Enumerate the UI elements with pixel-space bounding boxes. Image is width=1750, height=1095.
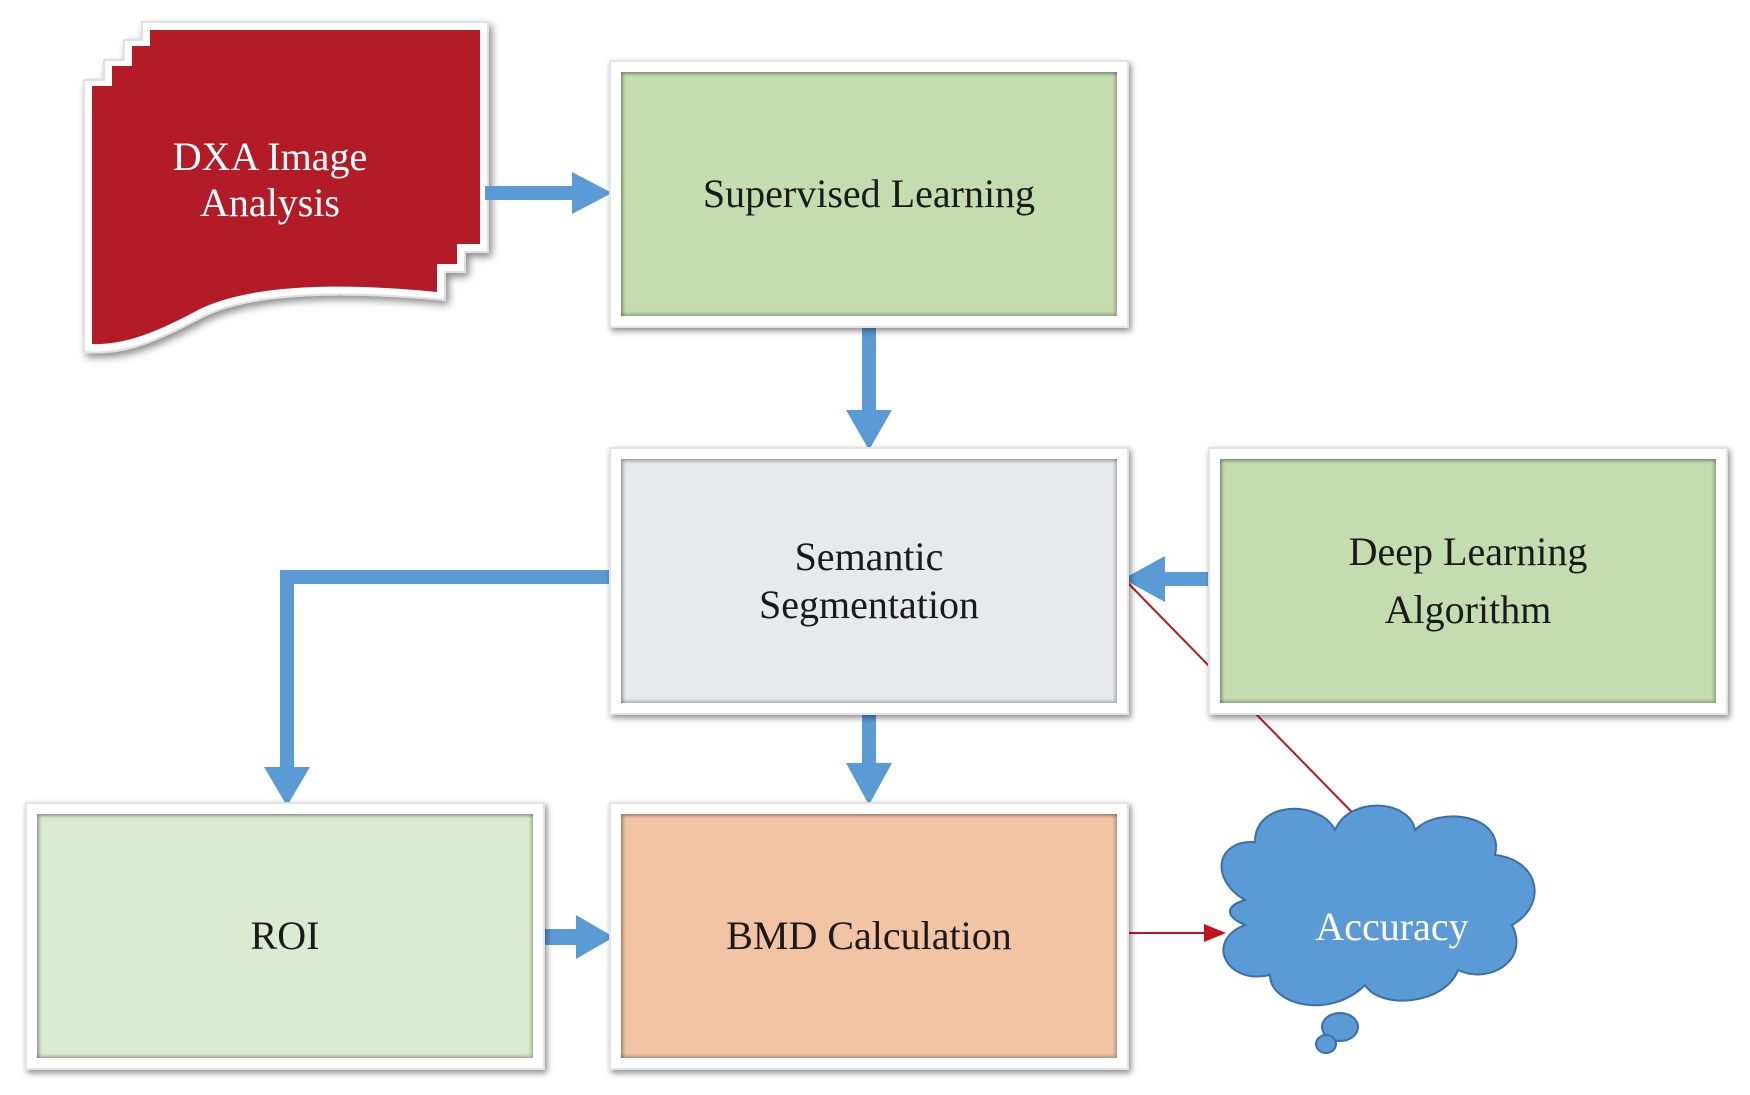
deep-learning-label: Deep Learning Algorithm: [1349, 523, 1588, 639]
accuracy-label: Accuracy: [1315, 904, 1468, 949]
arrow-dxa-to-supervised: [485, 172, 612, 214]
supervised-learning-label: Supervised Learning: [702, 171, 1036, 216]
roi-fill: ROI: [37, 814, 533, 1058]
bmd-calculation-label: BMD Calculation: [726, 913, 1012, 958]
arrowhead-accuracy-left: [1204, 924, 1226, 942]
bmd-calculation-box: BMD Calculation: [609, 802, 1129, 1070]
arrow-roi-to-bmd: [540, 915, 614, 959]
semantic-segmentation-fill: Semantic Segmentation: [621, 459, 1117, 703]
semantic-segmentation-box: Semantic Segmentation: [609, 447, 1129, 715]
deep-learning-fill: Deep Learning Algorithm: [1220, 459, 1716, 703]
deep-label-line2: Algorithm: [1384, 587, 1552, 632]
roi-box: ROI: [25, 802, 545, 1070]
semantic-segmentation-label: Semantic Segmentation: [759, 533, 979, 629]
cloud-body: [1220, 804, 1536, 1007]
roi-label: ROI: [250, 913, 320, 958]
arrow-supervised-to-semantic: [846, 320, 892, 450]
deep-label-line1: Deep Learning: [1348, 529, 1588, 574]
supervised-learning-box: Supervised Learning: [609, 60, 1129, 328]
cloud-bubble-small: [1315, 1034, 1337, 1054]
dxa-label-line1: DXA Image: [173, 134, 367, 179]
supervised-learning-fill: Supervised Learning: [621, 72, 1117, 316]
blue-arrows: [264, 172, 1215, 959]
accuracy-cloud: [1220, 804, 1536, 1054]
arrow-semantic-to-roi: [264, 570, 616, 806]
arrow-semantic-to-bmd: [846, 707, 892, 805]
semantic-label-line2: Segmentation: [759, 582, 979, 627]
dxa-document-fill: [92, 30, 480, 345]
dxa-label-line2: Analysis: [200, 180, 340, 225]
deep-learning-algorithm-box: Deep Learning Algorithm: [1208, 447, 1728, 715]
arrow-deep-to-semantic: [1123, 556, 1215, 602]
cloud-bubble-large: [1321, 1012, 1359, 1042]
semantic-label-line1: Semantic: [794, 534, 944, 579]
dxa-document-shape: [83, 21, 489, 354]
bmd-calculation-fill: BMD Calculation: [621, 814, 1117, 1058]
